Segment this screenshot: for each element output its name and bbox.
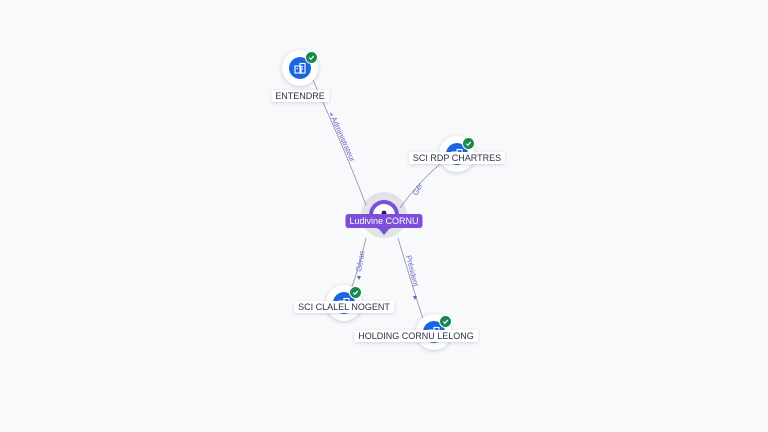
- edge-label-sci-clalel-nogent: Géran: [354, 250, 366, 272]
- company-node-sci-rdp-chartres[interactable]: SCI RDP CHARTRES: [408, 136, 506, 172]
- company-label: HOLDING CORNU LELONG: [354, 330, 478, 342]
- company-node-holding-cornu-lelong[interactable]: HOLDING CORNU LELONG: [354, 314, 478, 350]
- edge-arrow-sci-clalel-nogent: [357, 276, 361, 280]
- check-icon: [349, 286, 362, 299]
- building-icon: [289, 57, 311, 79]
- edge-label-holding-cornu-lelong: Président: [404, 254, 421, 288]
- edge-holding-cornu-lelong: [397, 237, 425, 323]
- check-icon: [305, 51, 318, 64]
- person-node-center[interactable]: Ludivine CORNU: [345, 192, 423, 238]
- pin-pointer: [378, 228, 390, 235]
- company-label: SCI RDP CHARTRES: [408, 152, 506, 164]
- edge-label-sci-rdp-chartres: Gér: [411, 181, 425, 197]
- company-node-entendre[interactable]: ENTENDRE: [271, 50, 329, 102]
- check-icon: [462, 137, 475, 150]
- check-icon: [439, 315, 452, 328]
- company-label: ENTENDRE: [271, 90, 329, 102]
- person-label: Ludivine CORNU: [345, 214, 423, 228]
- edge-arrow-entendre: [330, 112, 333, 116]
- edge-label-entendre: Administrateur: [329, 115, 357, 163]
- company-node-sci-clalel-nogent[interactable]: SCI CLALEL NOGENT: [294, 285, 394, 321]
- edge-arrow-holding-cornu-lelong: [413, 296, 417, 300]
- company-label: SCI CLALEL NOGENT: [294, 301, 394, 313]
